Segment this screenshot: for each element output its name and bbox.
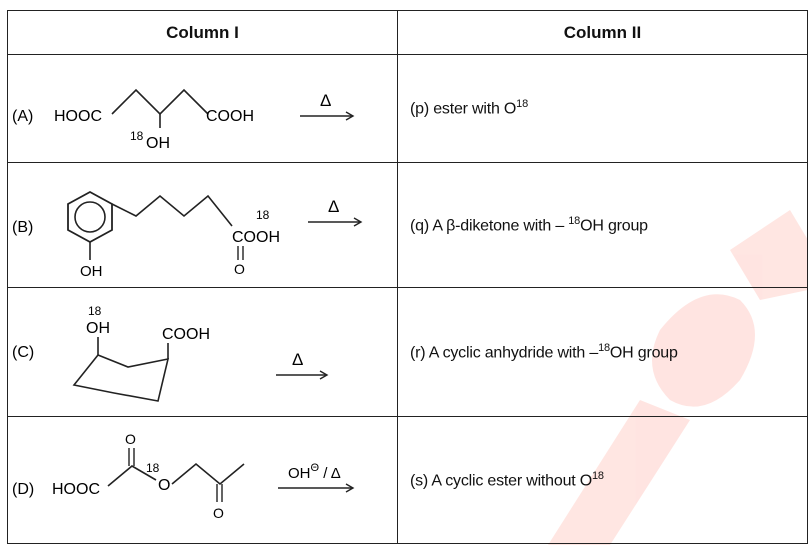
label-c: (C) — [12, 344, 34, 361]
column-ii-cell-r: (r) A cyclic anhydride with –18OH group — [397, 287, 808, 417]
label-d: (D) — [12, 481, 34, 498]
table-row: (A) HOOC 18 OH COOH Δ (p) ester with O18 — [7, 54, 808, 163]
ester-o: O — [158, 477, 170, 494]
header-row: Column I Column II — [7, 10, 808, 55]
table-row: (D) HOOC O 18 O O OHΘ / Δ (s) A cyclic e… — [7, 416, 808, 544]
structure-d: (D) HOOC O 18 O O OHΘ / Δ — [12, 431, 355, 521]
isotope-mass: 18 — [130, 129, 144, 143]
reagent-delta: Δ — [328, 197, 339, 216]
oh-text: OH — [146, 135, 170, 152]
hooc-text: HOOC — [54, 108, 102, 125]
column-ii-cell-p: (p) ester with O18 — [397, 54, 808, 163]
isotope-mass: 18 — [88, 304, 102, 318]
cooh-text: COOH — [206, 108, 254, 125]
answer-q-suffix: OH group — [580, 217, 648, 235]
column-ii-cell-q: (q) A β-diketone with – 18OH group — [397, 162, 808, 288]
structure-c: (C) 18 OH COOH Δ — [12, 304, 329, 402]
label-a: (A) — [12, 108, 33, 125]
column-i-cell-a: (A) HOOC 18 OH COOH Δ — [7, 54, 398, 163]
hooc-text: HOOC — [52, 481, 100, 498]
column-ii-header: Column II — [397, 10, 808, 55]
table-row: (B) OH 18 COOH O Δ (q) A β-diketone with… — [7, 162, 808, 288]
isotope-mass: 18 — [256, 208, 270, 222]
carbonyl-o: O — [234, 261, 245, 277]
answer-p-sup: 18 — [516, 98, 529, 111]
column-ii-cell-s: (s) A cyclic ester without O18 — [397, 416, 808, 544]
column-i-header: Column I — [7, 10, 398, 55]
column-i-cell-b: (B) OH 18 COOH O Δ — [7, 162, 398, 288]
reagent-delta: Δ — [292, 350, 303, 369]
structure-a: (A) HOOC 18 OH COOH Δ — [12, 88, 355, 152]
cooh-text: COOH — [162, 326, 210, 343]
answer-q-sup: 18 — [568, 214, 581, 227]
answer-s-sup: 18 — [592, 469, 604, 482]
structure-b: (B) OH 18 COOH O Δ — [12, 190, 363, 280]
answer-p-text: (p) ester with O — [410, 100, 517, 118]
ester-carbonyl-o: O — [125, 431, 136, 447]
table-row: (C) 18 OH COOH Δ (r) A cyclic anhydride … — [7, 287, 808, 417]
column-i-cell-d: (D) HOOC O 18 O O OHΘ / Δ — [7, 416, 398, 544]
label-b: (B) — [12, 219, 33, 236]
column-i-cell-c: (C) 18 OH COOH Δ — [7, 287, 398, 417]
answer-r-sup: 18 — [598, 341, 610, 354]
reagent-oh: OHΘ / Δ — [288, 462, 341, 482]
answer-q-text: (q) A β-diketone with – — [410, 217, 569, 235]
reagent-delta: Δ — [320, 91, 331, 110]
cooh-text: COOH — [232, 229, 280, 246]
answer-r-text: (r) A cyclic anhydride with – — [410, 344, 599, 362]
keto-o: O — [213, 505, 224, 521]
answer-s-text: (s) A cyclic ester without O — [410, 472, 593, 490]
isotope-mass: 18 — [146, 461, 160, 475]
matching-table: Column I Column II (A) HOOC 18 OH COOH Δ… — [7, 10, 808, 544]
phenol-oh: OH — [80, 263, 103, 280]
oh-text: OH — [86, 320, 110, 337]
answer-r-suffix: OH group — [609, 344, 678, 362]
